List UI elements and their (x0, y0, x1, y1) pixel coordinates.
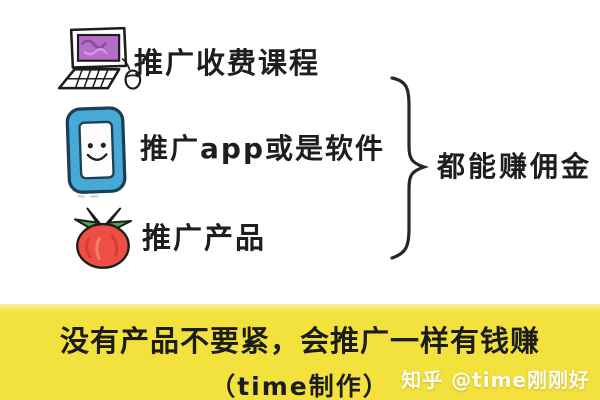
row-label-apps-software: 推广app或是软件 (140, 132, 385, 165)
footer-banner: 没有产品不要紧，会推广一样有钱赚 （time制作） 知乎 @time刚刚好 (0, 304, 600, 400)
banner-credit: （time制作） (210, 372, 390, 400)
zhihu-watermark: 知乎 @time刚刚好 (401, 368, 590, 392)
tomato-icon (73, 207, 133, 269)
row-label-paid-courses: 推广收费课程 (134, 46, 321, 80)
banner-headline: 没有产品不要紧，会推广一样有钱赚 (59, 324, 540, 358)
brace-label-commission: 都能赚佣金 (437, 150, 593, 183)
phone-icon (65, 106, 127, 198)
row-label-products: 推广产品 (142, 221, 267, 255)
computer-icon (57, 26, 142, 90)
curly-brace-icon (390, 76, 430, 260)
